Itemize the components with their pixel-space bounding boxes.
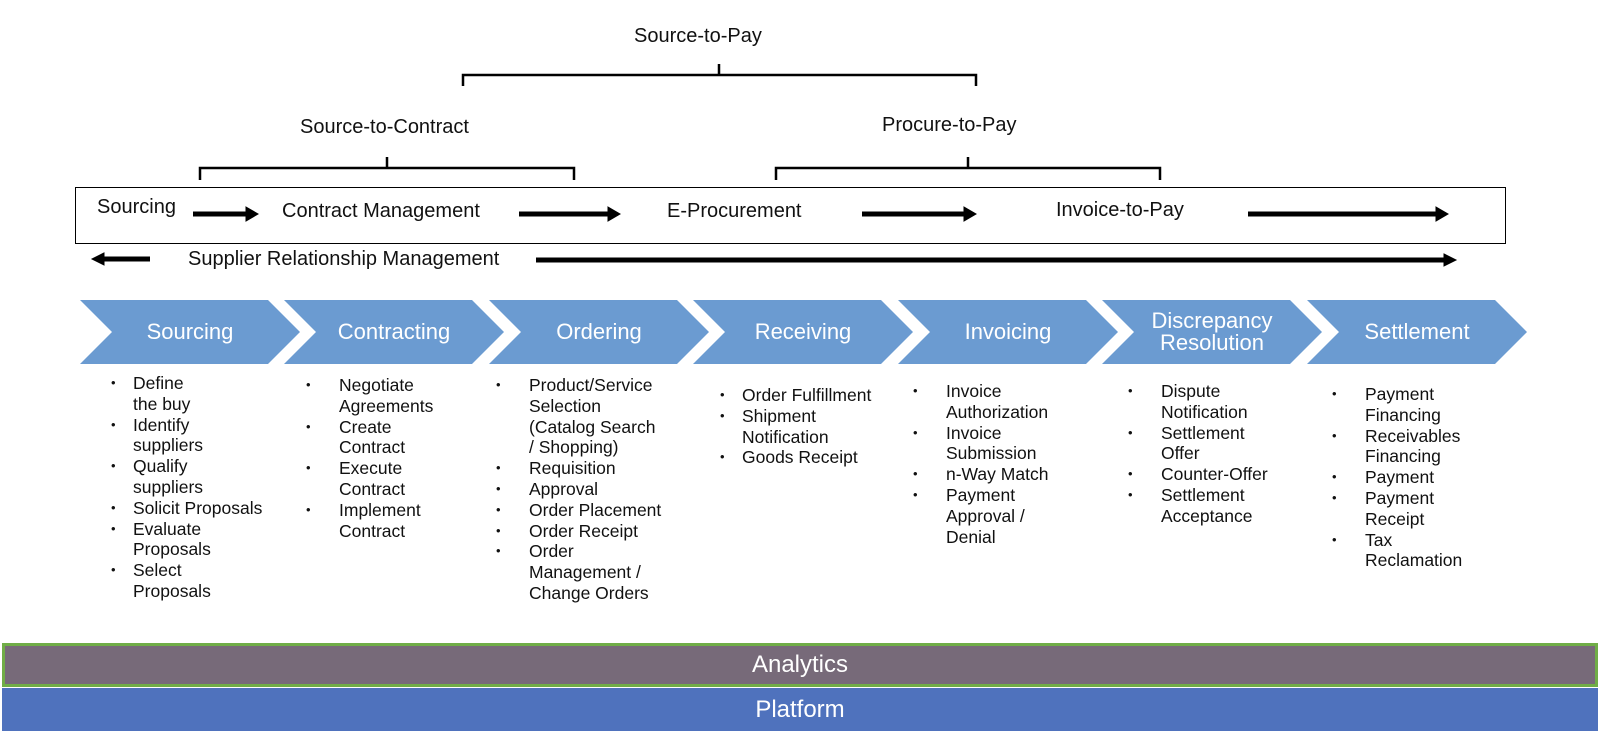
list-item: Goods Receipt: [720, 447, 871, 468]
list-item: Payment Approval / Denial: [913, 485, 1048, 547]
analytics-band: Analytics: [2, 643, 1598, 687]
contracting-list: Negotiate Agreements Create Contract Exe…: [306, 375, 433, 541]
discrepancy-list: Dispute Notification Settlement Offer Co…: [1128, 381, 1268, 527]
flow-stage-eprocurement: E-Procurement: [667, 200, 802, 222]
list-item: Product/Service Selection (Catalog Searc…: [496, 375, 661, 458]
list-item: n-Way Match: [913, 464, 1048, 485]
procure-to-pay-label: Procure-to-Pay: [882, 114, 1017, 136]
list-item: Payment Financing: [1332, 384, 1462, 426]
list-item: Settlement Acceptance: [1128, 485, 1268, 527]
list-item: Settlement Offer: [1128, 423, 1268, 465]
sourcing-list: Define the buy Identify suppliers Qualif…: [111, 373, 262, 602]
list-item: Payment Receipt: [1332, 488, 1462, 530]
source-to-contract-label: Source-to-Contract: [300, 116, 469, 138]
chevron-label-ordering: Ordering: [556, 319, 642, 344]
settlement-list: Payment Financing Receivables Financing …: [1332, 384, 1462, 571]
chevron-label-receiving: Receiving: [754, 319, 852, 344]
arrowhead: [1443, 253, 1458, 267]
list-item: Payment: [1332, 467, 1462, 488]
list-item: Tax Reclamation: [1332, 530, 1462, 572]
list-item: Invoice Submission: [913, 423, 1048, 465]
source-to-pay-label: Source-to-Pay: [634, 25, 762, 47]
arrowhead: [90, 252, 105, 266]
flow-stage-contract-management: Contract Management: [282, 200, 480, 222]
list-item: Approval: [496, 479, 661, 500]
flow-box: [75, 187, 1506, 244]
list-item: Invoice Authorization: [913, 381, 1048, 423]
ordering-list: Product/Service Selection (Catalog Searc…: [496, 375, 661, 604]
list-item: Order Placement: [496, 500, 661, 521]
list-item: Receivables Financing: [1332, 426, 1462, 468]
chevron-label-discrepancy-resolution: Discrepancy Resolution: [1151, 308, 1273, 355]
procure-to-pay-bracket: [774, 157, 1162, 180]
list-item: Negotiate Agreements: [306, 375, 433, 417]
list-item: Order Receipt: [496, 521, 661, 542]
list-item: Select Proposals: [111, 560, 262, 602]
source-to-contract-bracket: [198, 157, 576, 180]
chevron-label-contracting: Contracting: [337, 319, 451, 344]
chevron-label-sourcing: Sourcing: [146, 319, 234, 344]
list-item: Qualify suppliers: [111, 456, 262, 498]
list-item: Order Fulfillment: [720, 385, 871, 406]
list-item: Identify suppliers: [111, 415, 262, 457]
list-item: Shipment Notification: [720, 406, 871, 448]
chevron-label-invoicing: Invoicing: [964, 319, 1052, 344]
list-item: Create Contract: [306, 417, 433, 459]
platform-band: Platform: [2, 688, 1598, 731]
invoicing-list: Invoice Authorization Invoice Submission…: [913, 381, 1048, 547]
flow-stage-sourcing: Sourcing: [97, 196, 176, 218]
list-item: Requisition: [496, 458, 661, 479]
list-item: Counter-Offer: [1128, 464, 1268, 485]
receiving-list: Order Fulfillment Shipment Notification …: [720, 385, 871, 468]
chevron-label-settlement: Settlement: [1364, 319, 1470, 344]
source-to-pay-bracket: [461, 64, 978, 86]
list-item: Implement Contract: [306, 500, 433, 542]
list-item: Execute Contract: [306, 458, 433, 500]
list-item: Evaluate Proposals: [111, 519, 262, 561]
list-item: Order Management / Change Orders: [496, 541, 661, 603]
srm-label: Supplier Relationship Management: [188, 248, 500, 270]
list-item: Define the buy: [111, 373, 262, 415]
flow-stage-invoice-to-pay: Invoice-to-Pay: [1056, 199, 1184, 221]
list-item: Dispute Notification: [1128, 381, 1268, 423]
list-item: Solicit Proposals: [111, 498, 262, 519]
